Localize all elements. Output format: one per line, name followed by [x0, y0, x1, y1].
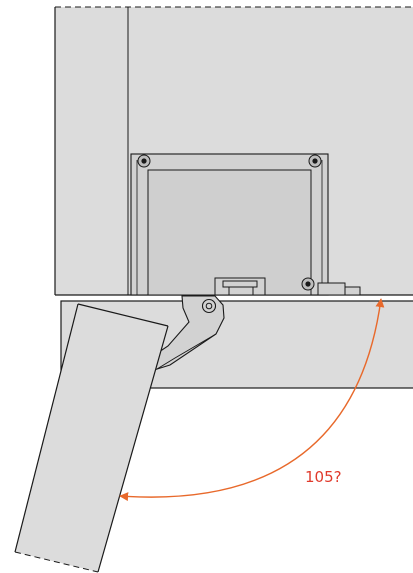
door-open-left-edge: [14, 303, 79, 553]
screw-top-left: [137, 154, 151, 168]
mounting-plate-inner: [147, 169, 312, 296]
opening-angle-arc: [119, 298, 385, 502]
hinge-side-tab: [317, 282, 346, 296]
screw-bottom-right: [301, 277, 315, 291]
opening-angle-label: 105?: [305, 468, 342, 486]
hinge-clip-tab: [228, 286, 254, 296]
screw-bottom-right-hole: [305, 281, 311, 287]
hinge-clip-slot: [222, 280, 258, 288]
screw-top-right-hole: [312, 158, 318, 164]
door-open-bottom-dashed-edge: [14, 551, 99, 573]
hinge-pivot-icon: [201, 298, 217, 314]
hinge-mounting-plate: [130, 153, 361, 296]
hinge-clip-block: [214, 277, 266, 296]
hinge-side-tab-end: [344, 286, 361, 296]
door-open-panel: [15, 304, 168, 572]
screw-top-left-hole: [141, 158, 147, 164]
screw-top-right: [308, 154, 322, 168]
door-open-position: [14, 303, 169, 573]
